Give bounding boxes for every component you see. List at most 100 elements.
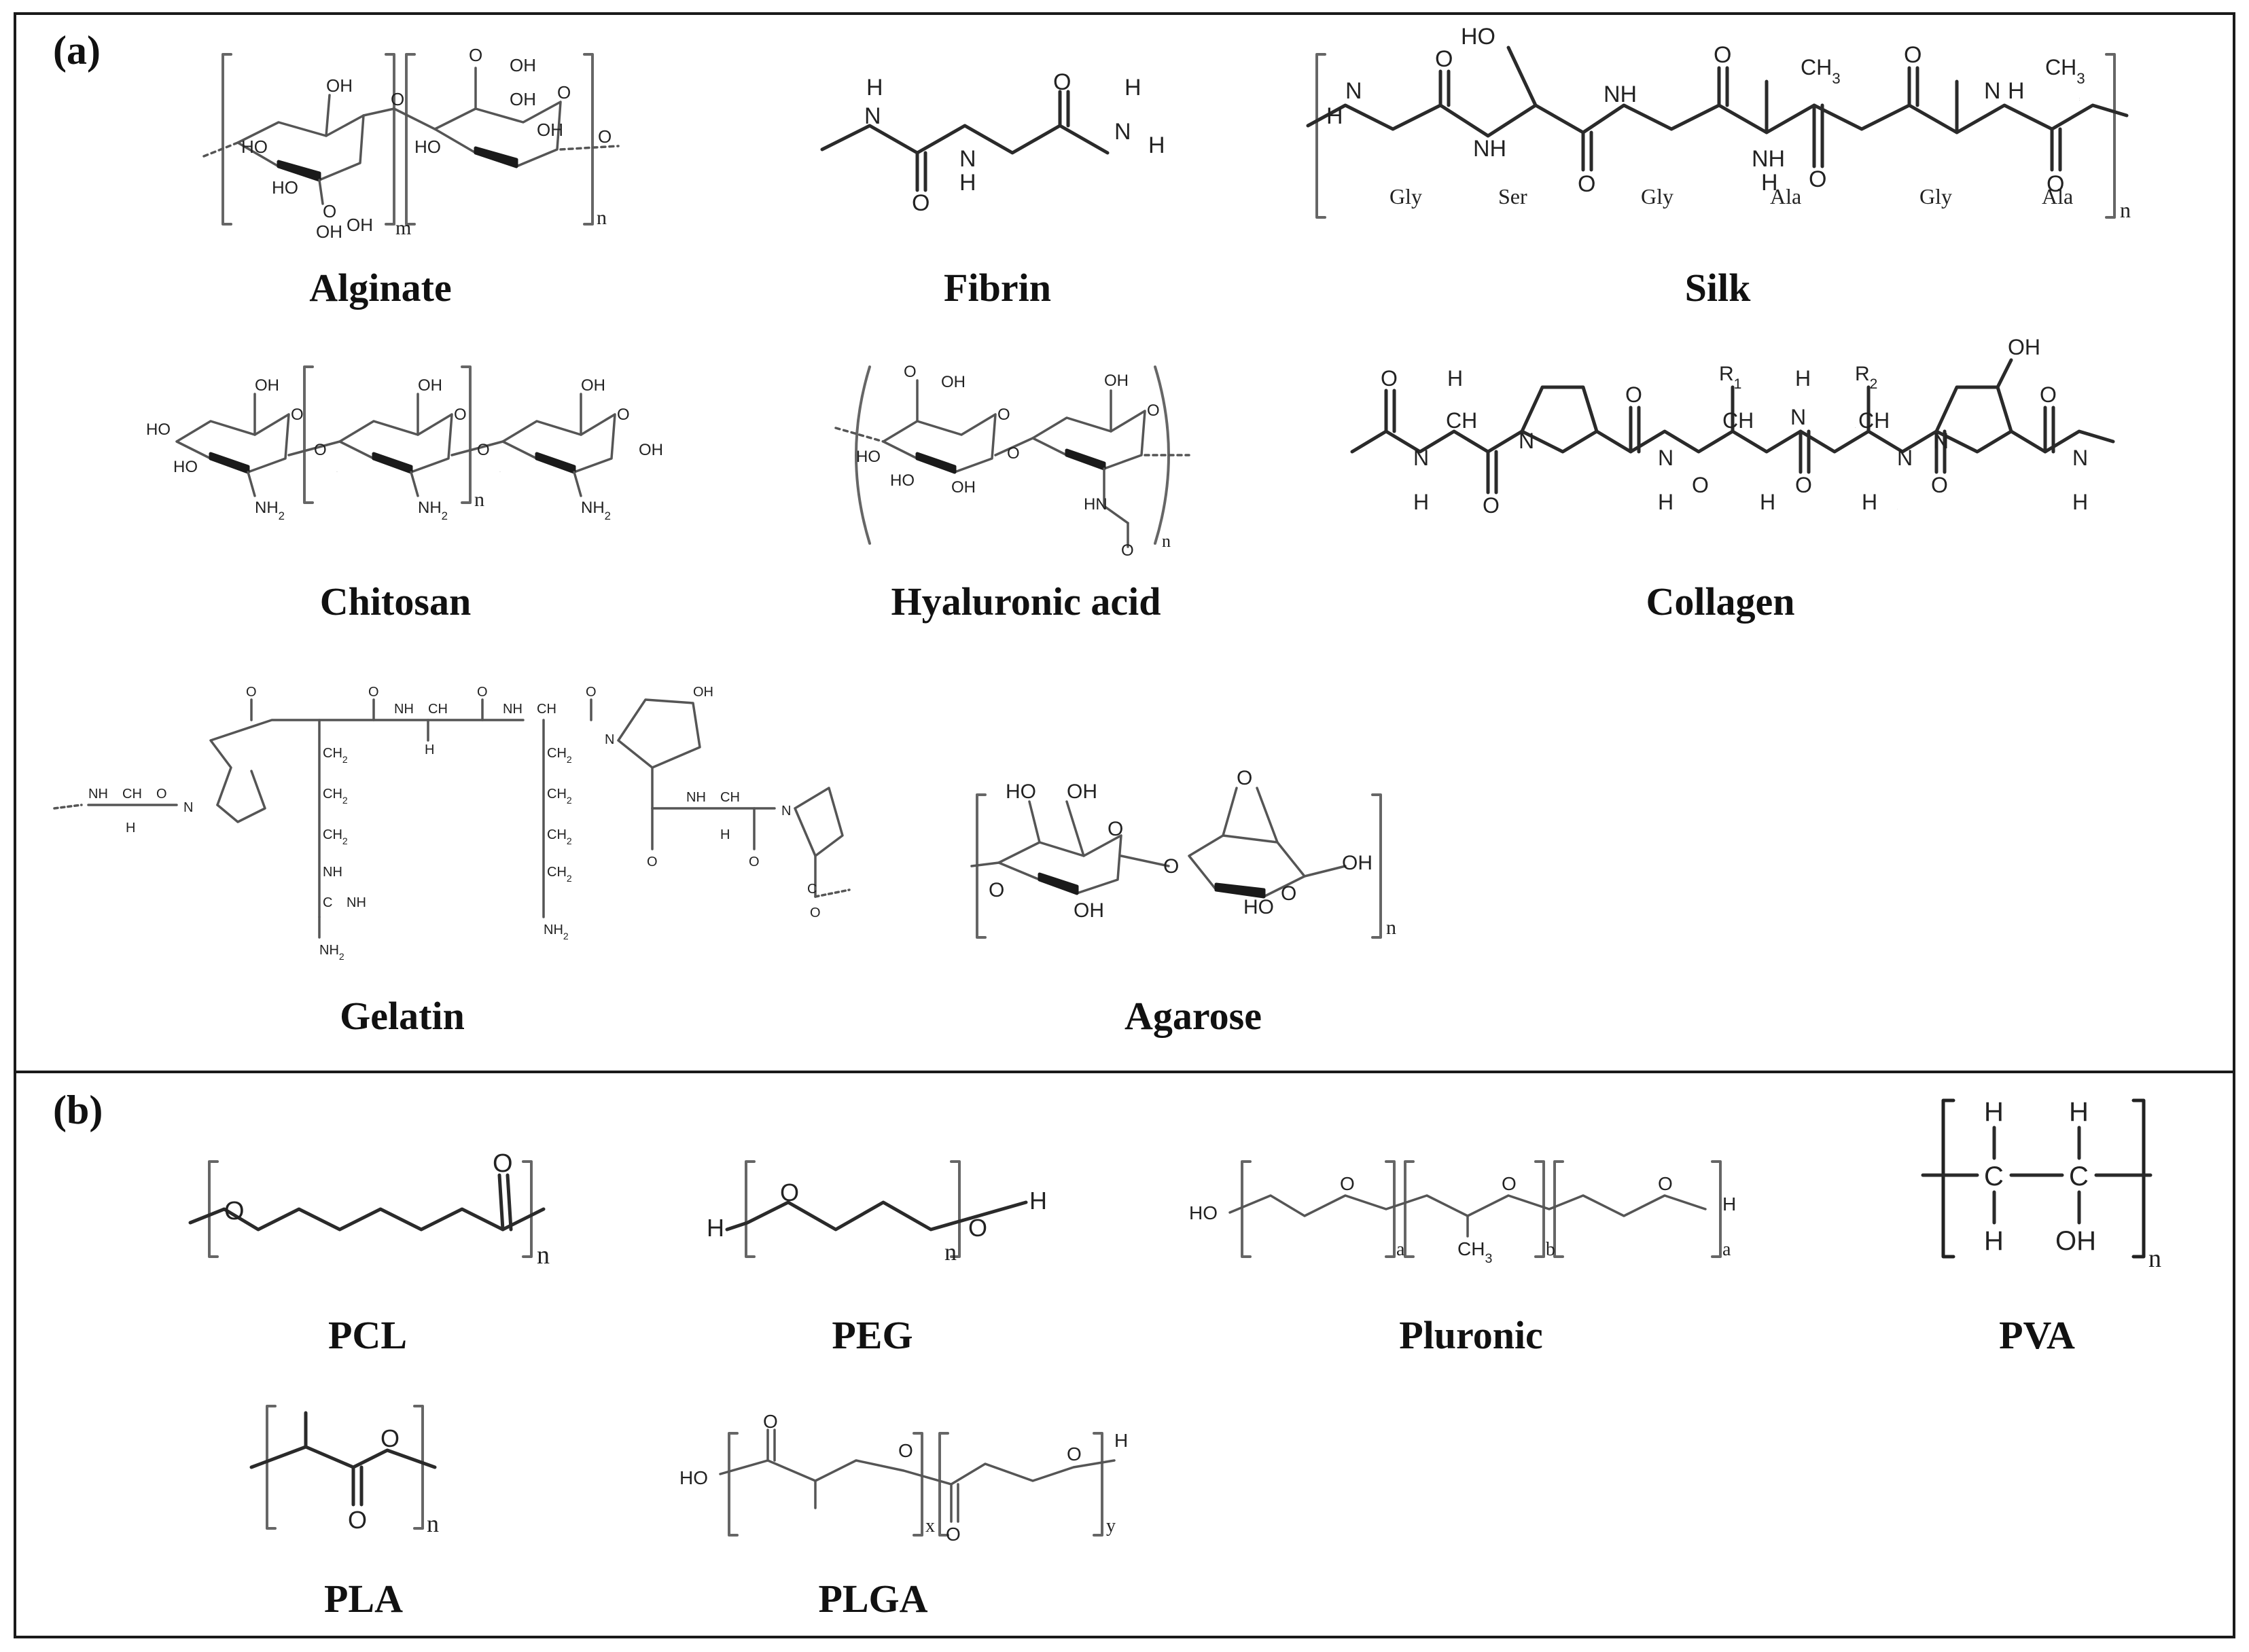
gelatin-atom-23: CH2 [547, 865, 572, 884]
fibrin-structure: H N O N H H N H O [809, 69, 1189, 216]
silk-atom-7: O [1809, 166, 1826, 192]
alginate-structure: OH OH HO HO O OH O OH HO OH O O O OH m n [190, 34, 666, 242]
gelatin-atom-2: CH [122, 787, 142, 802]
fibrin-atom-7: H [1148, 132, 1165, 158]
collagen-atom-10: H [1658, 490, 1674, 514]
gelatin-atom-24: NH2 [544, 922, 569, 941]
hyaluronic-atom-2: HO [856, 448, 881, 466]
gelatin-atom-20: CH2 [547, 746, 572, 765]
alginate-atom-11: O [557, 82, 571, 103]
collagen-atom-26: O [2040, 382, 2057, 407]
collagen-atom-15: H [1862, 490, 1877, 514]
agarose-atom-0: HO [1006, 780, 1036, 803]
silk-atom-17: CH3 [1801, 55, 1841, 87]
pluronic-atom-0: HO [1189, 1202, 1218, 1223]
agarose-subscript-n: n [1386, 916, 1396, 939]
peg-structure: H O O H n [700, 1134, 1080, 1270]
pva-name: PVA [1999, 1313, 2075, 1357]
fibrin-atom-4: H [959, 170, 976, 196]
gelatin-atom-26: N [605, 732, 614, 747]
hyaluronic-acid-structure: O OH HO HO OH O OH O O HN O n [829, 353, 1209, 560]
collagen-atom-27: N [2072, 446, 2088, 470]
gelatin-atom-29: NH [686, 790, 706, 805]
gelatin-atom-33: N [781, 804, 791, 819]
peg-atom-1: O [780, 1179, 799, 1206]
chitosan-structure: OH HO HO NH2 O OH O HO NH2 O OH O HO NH2… [136, 346, 679, 523]
gelatin-atom-0: O [246, 685, 257, 700]
gelatin-atom-10: C [323, 895, 332, 910]
gelatin-name: Gelatin [340, 994, 465, 1038]
pluronic-subscript-b: b [1546, 1239, 1555, 1260]
silk-atom-15: N [2079, 98, 2080, 99]
plga-name: PLGA [818, 1577, 928, 1621]
plga-subscript-y: y [1106, 1515, 1116, 1537]
pva-atom-0: H [1984, 1097, 2004, 1127]
peg-atom-2: O [968, 1214, 987, 1242]
gelatin-atom-28: O [647, 855, 658, 869]
silk-residue-ser: Ser [1498, 184, 1527, 209]
gelatin-atom-13: O [368, 685, 379, 700]
gelatin-atom-18: NH [503, 702, 523, 717]
chitosan-atom-15: O [477, 441, 490, 459]
pva-atom-3: H [2069, 1097, 2089, 1127]
chitosan-atom-1: HO [146, 420, 171, 439]
agarose-atom-1: OH [1067, 780, 1097, 803]
pva-subscript-n: n [2148, 1244, 2161, 1273]
collagen-name: Collagen [1646, 579, 1795, 624]
chitosan-atom-2: HO [173, 458, 198, 476]
pva-atom-5: OH [2055, 1226, 2096, 1256]
pluronic-name: Pluronic [1399, 1313, 1543, 1357]
collagen-atom-6: N [1519, 429, 1534, 453]
silk-atom-13: N [1984, 78, 2001, 104]
panel-b-frame [14, 1071, 2235, 1638]
collagen-atom-0: O [1381, 366, 1398, 391]
alginate-subscript-m: m [395, 217, 411, 239]
collagen-atom-12: O [1692, 473, 1709, 497]
agarose-structure: HO OH O O OH O O HO O OH n [965, 754, 1440, 958]
hyaluronic-atom-4: OH [951, 478, 976, 497]
silk-atom-5: O [1714, 42, 1731, 68]
pva-atom-4: C [2069, 1162, 2089, 1191]
gelatin-atom-4: N [183, 800, 193, 815]
peg-atom-0: H [707, 1214, 724, 1242]
gelatin-atom-16: H [425, 742, 434, 757]
gelatin-atom-17: O [477, 685, 488, 700]
chitosan-atom-3: NH2 [255, 499, 285, 522]
alginate-atom-1: OH [316, 221, 342, 242]
plga-atom-4: O [1067, 1443, 1082, 1465]
gelatin-atom-5: H [126, 821, 135, 836]
pluronic-structure: HO O O CH3 O H a b a [1182, 1134, 1753, 1270]
pla-name: PLA [324, 1577, 403, 1621]
pluronic-atom-5: H [1722, 1193, 1736, 1215]
gelatin-atom-19: CH [537, 702, 556, 717]
silk-atom-12: O [2047, 171, 2064, 197]
gelatin-atom-12: NH2 [319, 943, 344, 962]
pluronic-atom-1: O [1340, 1173, 1355, 1194]
gelatin-atom-15: CH [428, 702, 448, 717]
gelatin-atom-11: NH [347, 895, 366, 910]
collagen-atom-21: H [1897, 509, 1898, 510]
pcl-subscript-n: n [537, 1241, 550, 1270]
pcl-name: PCL [328, 1313, 407, 1357]
hyaluronic-atom-5: O [997, 406, 1010, 424]
peg-name: PEG [832, 1313, 913, 1357]
hyaluronic-atom-3: HO [890, 471, 915, 490]
chitosan-subscript-n: n [474, 488, 484, 511]
gelatin-atom-3: O [156, 787, 167, 802]
collagen-atom-22: CH [1855, 427, 1856, 429]
silk-atom-18: CH3 [2045, 55, 2085, 87]
alginate-atom-6: O [391, 89, 404, 109]
chitosan-atom-13: NH2 [581, 499, 611, 522]
plga-atom-5: H [1114, 1430, 1128, 1451]
silk-atom-11: H [1326, 103, 1343, 129]
collagen-structure: O H N H CH O N O R1 N H CH O H N H CH H … [1339, 312, 2127, 537]
collagen-atom-2: N [1413, 446, 1429, 470]
hyaluronic-atom-0: O [904, 363, 917, 381]
silk-residue-ala-1: Ala [1770, 184, 1801, 209]
alginate-name: Alginate [309, 266, 452, 310]
silk-atom-0: HO [1461, 24, 1495, 50]
silk-atom-4: NH [1604, 82, 1637, 107]
fibrin-atom-8: O [1053, 69, 1071, 95]
chitosan-atom-7: HO [336, 471, 338, 473]
